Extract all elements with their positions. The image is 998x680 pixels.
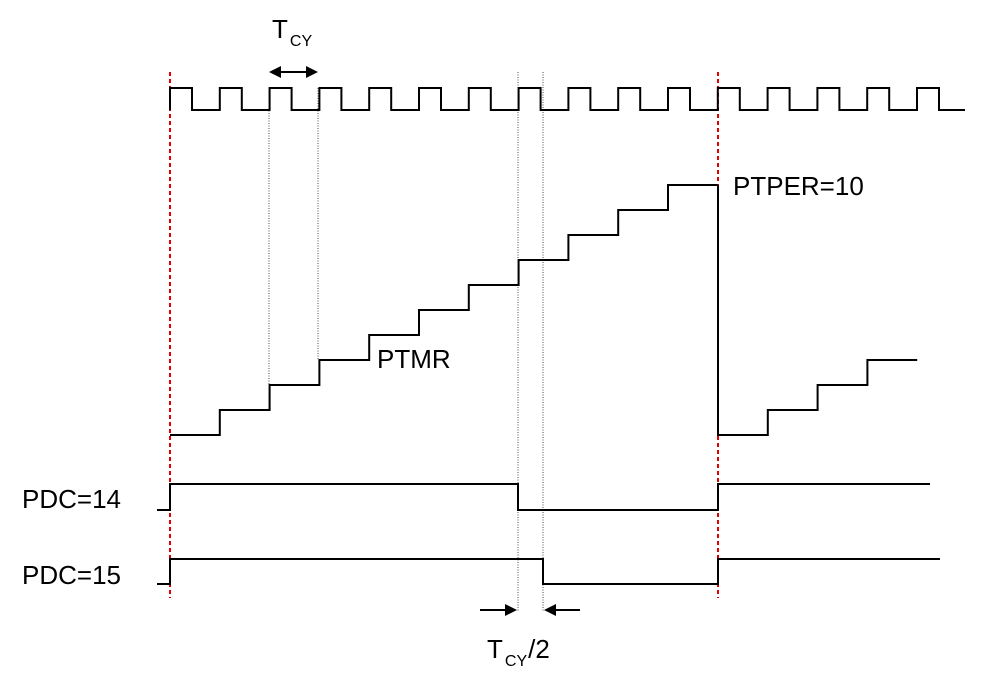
ptper-label: PTPER=10	[733, 171, 864, 201]
ptmr-staircase-first-period	[170, 184, 718, 436]
ptmr-staircase-second-period	[717, 185, 918, 436]
tcy-double-arrow	[269, 66, 318, 78]
clock-waveform	[169, 87, 965, 111]
half-cycle-arrows	[480, 604, 580, 616]
pdc14-waveform	[157, 483, 930, 511]
pdc15-label: PDC=15	[22, 560, 121, 590]
pdc14-label: PDC=14	[22, 484, 121, 514]
pdc15-waveform	[157, 558, 940, 585]
ptmr-label: PTMR	[377, 344, 451, 374]
